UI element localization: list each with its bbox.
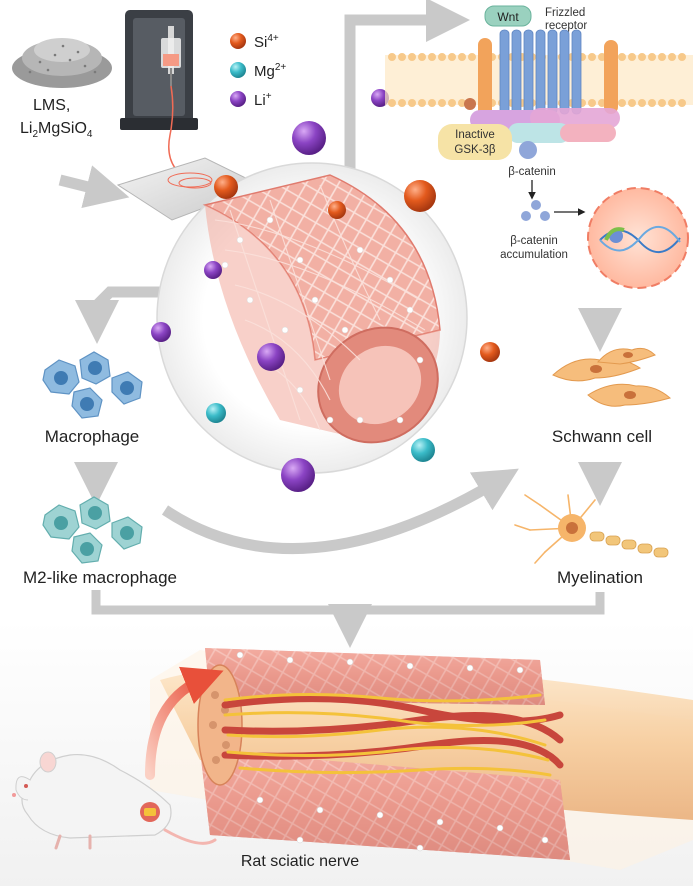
flow-arrows — [58, 0, 622, 648]
macrophage-cluster-icon — [42, 351, 143, 419]
mg-ion — [206, 403, 226, 423]
co-receptor-icon — [604, 40, 618, 114]
scaffold-circle — [156, 162, 468, 474]
li-ion — [292, 121, 326, 155]
m2-macrophage-cluster-icon — [42, 496, 143, 564]
arrow-bottom-connector — [91, 590, 605, 615]
ion-legend: Si4+ Mg2+ Li+ — [230, 33, 286, 109]
gsk-label-line2: GSK-3β — [454, 144, 496, 156]
rat-sciatic-nerve-label: Rat sciatic nerve — [241, 853, 359, 870]
wnt-ligand-icon — [484, 5, 532, 27]
beta-catenin-dots — [521, 200, 550, 221]
li-ion-label: Li+ — [254, 91, 272, 109]
macrophage-label: Macrophage — [45, 427, 140, 446]
si-ion — [480, 342, 500, 362]
myelination-label: Myelination — [557, 568, 643, 587]
schwann-cell-label: Schwann cell — [552, 427, 652, 446]
co-receptor-icon — [478, 38, 492, 118]
mg-ion-label: Mg2+ — [254, 62, 286, 80]
mg-ion — [411, 438, 435, 462]
si-ion-swatch — [230, 33, 246, 49]
li-ion-swatch — [230, 91, 246, 107]
arrow-material-to-sheet — [58, 165, 130, 209]
nerve-conduit-scaffold-icon — [202, 174, 441, 444]
gsk3b-icon — [438, 124, 512, 160]
floating-ions — [151, 89, 500, 492]
accumulation-label-line1: β-catenin — [510, 235, 558, 247]
myelinated-neuron-icon — [514, 494, 669, 564]
li-ion — [204, 261, 222, 279]
nucleus-icon — [587, 187, 689, 289]
si-ion-label: Si4+ — [254, 33, 279, 51]
li-ion — [371, 89, 389, 107]
li-ion — [281, 458, 315, 492]
signaling-pathway: Wnt Frizzled receptor Inactive GSK-3β β-… — [385, 5, 693, 289]
frizzled-receptor-icon — [499, 29, 582, 115]
si-ion — [328, 201, 346, 219]
arrow-to-pathway — [344, 0, 470, 170]
electrospinning-device-icon — [120, 10, 198, 169]
m2-macrophage-label: M2-like macrophage — [23, 568, 177, 587]
si-ion — [214, 175, 238, 199]
gsk-label-line1: Inactive — [455, 129, 495, 141]
beta-catenin-label: β-catenin — [508, 166, 556, 178]
arrow-m2-to-schwann — [161, 468, 519, 554]
li-ion — [257, 343, 285, 371]
mg-ion-swatch — [230, 62, 246, 78]
lms-powder-icon — [12, 38, 112, 88]
rat-icon — [12, 751, 217, 850]
arrow-to-macrophage — [75, 286, 190, 344]
implant-arrow — [145, 666, 224, 780]
material-name-label: LMS, — [33, 97, 70, 114]
accumulation-label-line2: accumulation — [500, 249, 568, 261]
receptor-label-line1: Frizzled — [545, 7, 585, 19]
material-formula-label: Li2MgSiO4 — [20, 120, 93, 140]
si-ion — [404, 180, 436, 212]
wnt-label: Wnt — [497, 10, 519, 24]
nerve-implant-icon — [150, 648, 693, 870]
li-ion — [151, 322, 171, 342]
receptor-label-line2: receptor — [545, 20, 587, 32]
schwann-cell-icon — [552, 347, 672, 407]
